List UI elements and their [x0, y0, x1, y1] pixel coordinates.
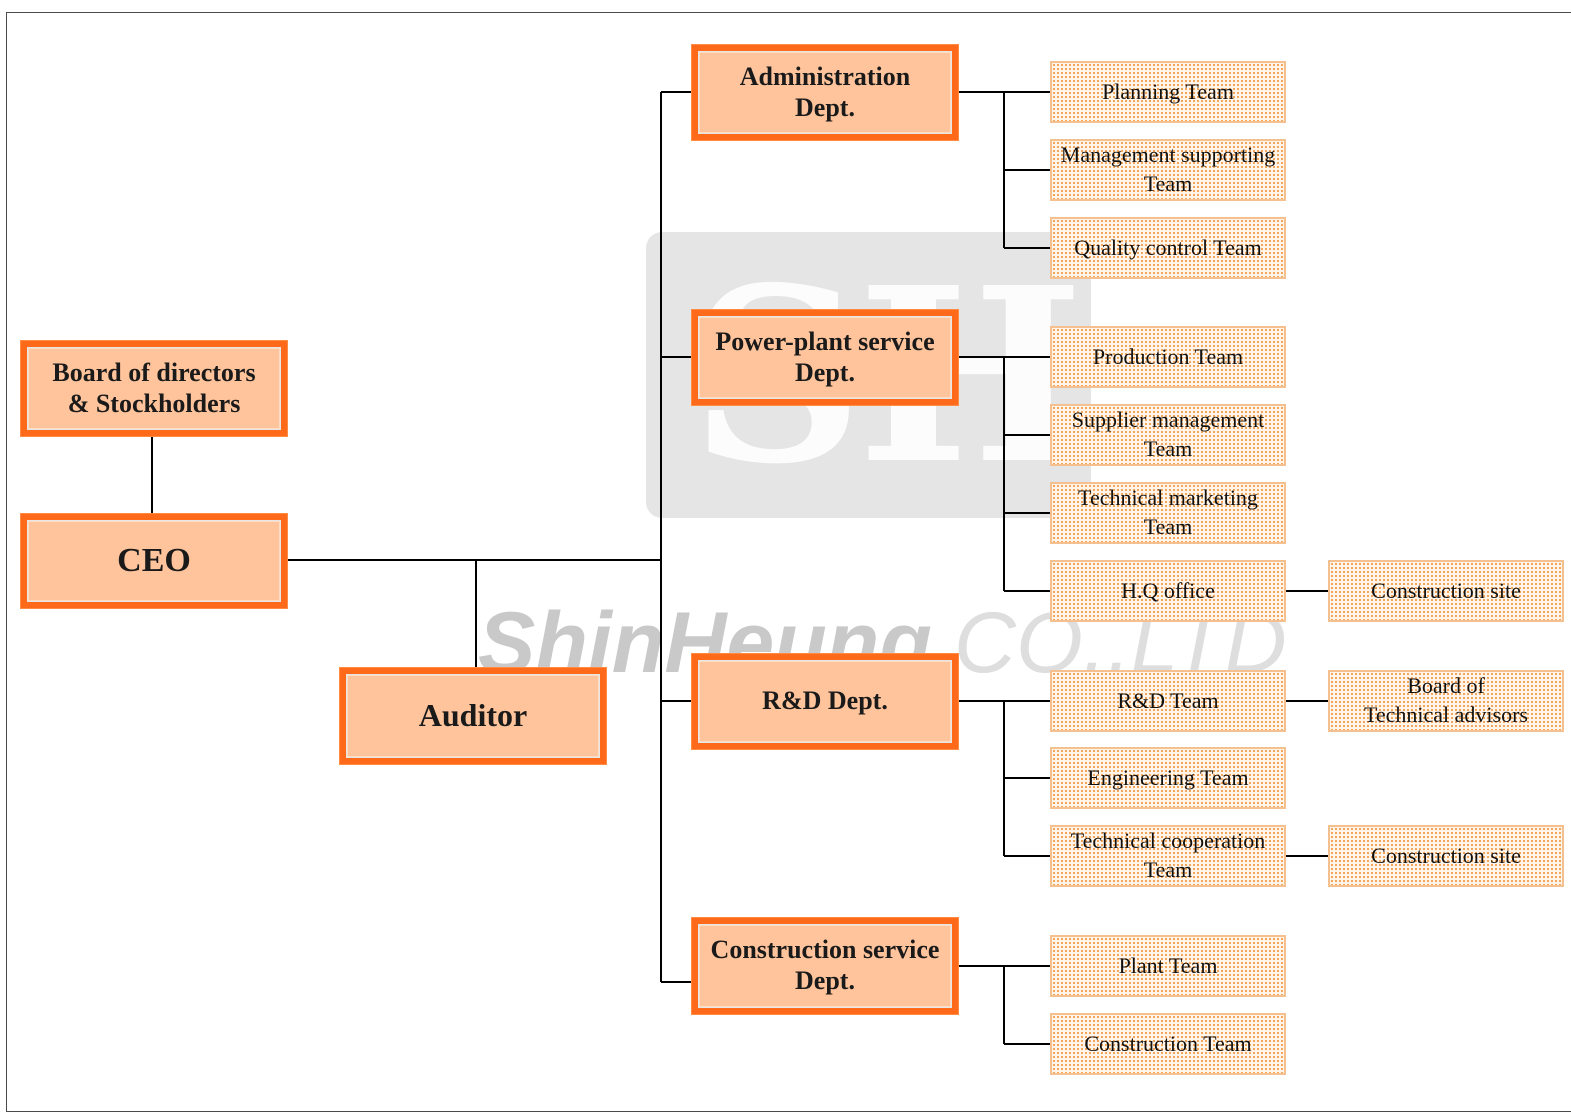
team-label: Technical cooperation Team [1070, 828, 1266, 882]
team-label: Technical marketing Team [1078, 485, 1258, 539]
ceo-label: CEO [27, 520, 281, 602]
administration-dept-box: Administration Dept. [692, 45, 958, 140]
subunit-box-construction-site-2: Construction site [1328, 825, 1564, 887]
team-label: H.Q office [1121, 577, 1215, 603]
subunit-box-board-technical-advisors: Board of Technical advisors [1328, 670, 1564, 732]
team-box-hq-office: H.Q office [1050, 560, 1286, 622]
team-label: Plant Team [1118, 952, 1218, 978]
board-of-directors-label: Board of directors & Stockholders [27, 347, 281, 430]
auditor-box: Auditor [340, 668, 606, 764]
team-box-management-supporting: Management supporting Team [1050, 139, 1286, 201]
team-box-engineering: Engineering Team [1050, 747, 1286, 809]
power-plant-dept-box: Power-plant service Dept. [692, 310, 958, 405]
team-box-plant: Plant Team [1050, 935, 1286, 997]
construction-dept-label: Construction service Dept. [698, 924, 952, 1008]
rnd-dept-box: R&D Dept. [692, 654, 958, 749]
team-label: Quality control Team [1074, 234, 1262, 260]
subunit-label: Construction site [1371, 577, 1521, 603]
team-label: Engineering Team [1087, 764, 1249, 790]
team-box-production: Production Team [1050, 326, 1286, 388]
team-box-construction: Construction Team [1050, 1013, 1286, 1075]
administration-dept-label: Administration Dept. [698, 51, 952, 134]
team-label: Construction Team [1084, 1030, 1252, 1056]
auditor-label: Auditor [346, 674, 600, 758]
construction-dept-box: Construction service Dept. [692, 918, 958, 1014]
team-box-supplier-management: Supplier management Team [1050, 404, 1286, 466]
team-box-planning: Planning Team [1050, 61, 1286, 123]
team-label: Supplier management Team [1071, 407, 1265, 461]
team-box-rnd: R&D Team [1050, 670, 1286, 732]
team-label: R&D Team [1117, 687, 1219, 713]
team-label: Planning Team [1102, 78, 1234, 104]
subunit-label: Board of Technical advisors [1363, 673, 1528, 727]
rnd-dept-label: R&D Dept. [698, 660, 952, 743]
subunit-label: Construction site [1371, 842, 1521, 868]
team-label: Production Team [1092, 343, 1244, 369]
team-box-technical-marketing: Technical marketing Team [1050, 482, 1286, 544]
ceo-box: CEO [21, 514, 287, 608]
subunit-box-construction-site-1: Construction site [1328, 560, 1564, 622]
team-label: Management supporting Team [1060, 142, 1276, 196]
team-box-technical-cooperation: Technical cooperation Team [1050, 825, 1286, 887]
team-box-quality-control: Quality control Team [1050, 217, 1286, 279]
power-plant-dept-label: Power-plant service Dept. [698, 316, 952, 399]
board-of-directors-box: Board of directors & Stockholders [21, 341, 287, 436]
